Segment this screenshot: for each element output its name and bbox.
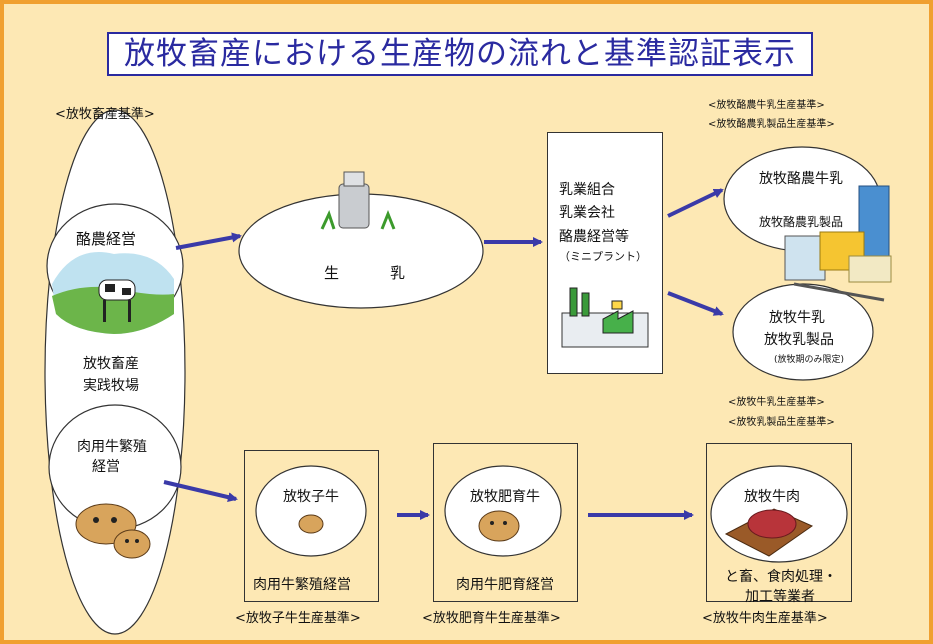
arrow-processor-to-grazing-milk [667, 291, 724, 316]
processor-label-3: 酪農経営等 [559, 229, 629, 245]
dairy-cow-picture [52, 252, 174, 334]
beef-processor-label-1: と畜、食肉処理・ [725, 569, 837, 585]
practice-farm-label-2: 実践牧場 [83, 378, 139, 394]
dairy-products-picture [784, 185, 892, 302]
arrow-dairy-to-raw-milk [175, 232, 242, 250]
arrow-breeding-to-calf [163, 480, 238, 503]
fattening-box [433, 443, 578, 602]
beef-standard-label: <放牧牛肉生産基準> [702, 611, 828, 626]
processor-label-2: 乳業会社 [559, 205, 615, 221]
processor-box: 乳業組合 乳業会社 酪農経営等 （ミニプラント） [547, 132, 663, 374]
calf-ellipse [255, 465, 367, 557]
beef-meat-picture [724, 508, 814, 557]
beef-breeding-label-2: 経営 [92, 459, 120, 475]
calf-operator-label: 肉用牛繁殖経営 [253, 577, 351, 593]
grazing-livestock-standard-label: <放牧畜産基準> [55, 107, 155, 122]
grazing-dairy-products-standard-label: <放牧乳製品生産基準> [728, 417, 835, 428]
processor-label-4: （ミニプラント） [559, 250, 647, 263]
page-title: 放牧畜産における生産物の流れと基準認証表示 [124, 36, 796, 72]
fattening-operator-label: 肉用牛肥育経営 [456, 577, 554, 593]
dairy-products-label: 放牧酪農乳製品 [759, 215, 844, 229]
calf-label: 放牧子牛 [283, 489, 339, 505]
processor-label-1: 乳業組合 [559, 182, 615, 198]
calf-standard-label: <放牧子牛生産基準> [235, 611, 361, 626]
dairy-milk-product-label: 放牧酪農牛乳 [759, 171, 843, 187]
calf-picture [298, 514, 324, 534]
beef-label: 放牧牛肉 [744, 489, 800, 505]
factory-picture [561, 287, 649, 348]
beef-cattle-picture [75, 503, 151, 559]
grazing-milk-product-label: 放牧牛乳 [769, 310, 825, 326]
dairy-milk-standard-label: <放牧酪農牛乳生産基準> [708, 100, 825, 111]
raw-milk-label-1: 生 [324, 264, 340, 282]
calf-box [244, 450, 379, 602]
diagram-artwork [44, 109, 892, 635]
season-limited-note: (放牧期のみ限定) [774, 355, 845, 365]
grazing-milk-standard-label: <放牧牛乳生産基準> [728, 397, 825, 408]
grazing-milk-ellipse [732, 283, 874, 381]
fattening-label: 放牧肥育牛 [470, 489, 540, 505]
dairy-products-standard-label: <放牧酪農乳製品生産基準> [708, 119, 835, 130]
milk-can-picture [320, 171, 396, 230]
beef-box [706, 443, 852, 602]
fattening-standard-label: <放牧肥育牛生産基準> [422, 611, 561, 626]
grazing-dairy-products-label: 放牧乳製品 [764, 332, 834, 348]
practice-farm-label-1: 放牧畜産 [83, 356, 139, 372]
dairy-farm-label: 酪農経営 [76, 230, 137, 248]
title-box: 放牧畜産における生産物の流れと基準認証表示 [107, 32, 813, 76]
beef-processor-label-2: 加工等業者 [745, 589, 815, 605]
beef-breeding-label-1: 肉用牛繁殖 [77, 439, 147, 455]
arrow-processor-to-dairy-milk [667, 188, 724, 218]
fattening-cattle-picture [478, 510, 520, 542]
raw-milk-label-2: 乳 [390, 264, 406, 282]
